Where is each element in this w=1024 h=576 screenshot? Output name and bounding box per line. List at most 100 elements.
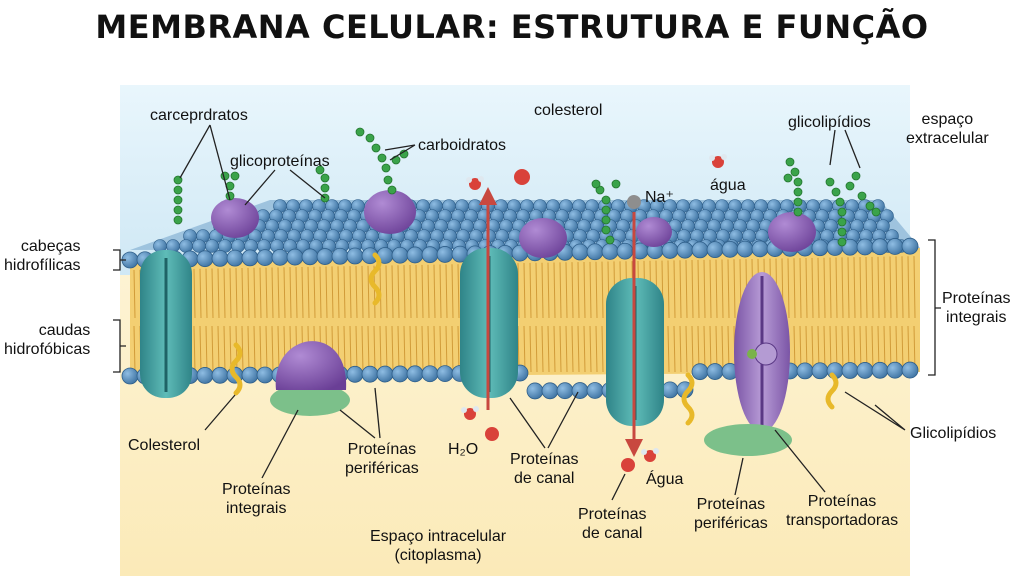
lipid-tail <box>691 260 694 319</box>
carbohydrate-bead <box>173 205 183 215</box>
carbohydrate-bead <box>377 153 387 163</box>
phospholipid-head <box>661 242 679 259</box>
lipid-tail <box>571 325 574 373</box>
carbohydrate-bead <box>793 187 803 197</box>
lipid-tail <box>223 325 226 373</box>
lipid-tail <box>445 264 448 319</box>
lipid-tail <box>265 325 268 373</box>
leader-canal-2 <box>611 473 626 501</box>
phospholipid-head <box>346 247 364 265</box>
lipid-tail <box>559 325 562 373</box>
lipid-tail <box>211 325 214 373</box>
lipid-tail <box>589 325 592 373</box>
lipid-tail <box>667 325 670 373</box>
carbohydrate-bead <box>611 179 621 189</box>
phospholipid-head <box>556 382 574 400</box>
lipid-tail <box>589 261 592 319</box>
lipid-tail <box>685 260 688 319</box>
leader-proteinas-integrais <box>261 409 299 479</box>
lipid-tail <box>235 268 238 319</box>
lipid-tail <box>901 256 904 319</box>
lipid-tail <box>547 325 550 373</box>
phospholipid-head <box>691 363 709 381</box>
carbohydrate-bead <box>837 207 847 217</box>
leader-transportadoras <box>774 429 826 493</box>
carbohydrate-bead <box>595 185 605 195</box>
lipid-tail <box>283 267 286 319</box>
lipid-tail <box>337 266 340 319</box>
lipid-tail <box>373 325 376 373</box>
label-carboidratos: carboidratos <box>418 137 507 154</box>
lipid-tail <box>313 266 316 319</box>
carbohydrate-bead <box>601 205 611 215</box>
carbohydrate-bead <box>387 185 397 195</box>
phospholipid-head <box>226 249 244 267</box>
phospholipid-head <box>256 249 274 267</box>
carbohydrate-bead <box>857 191 867 201</box>
cholesterol-3 <box>681 372 695 426</box>
carbohydrate-bead <box>785 157 795 167</box>
carbohydrate-bead <box>601 225 611 235</box>
lipid-tail <box>301 266 304 319</box>
phospholipid-head <box>706 241 724 259</box>
carbohydrate-bead <box>831 187 841 197</box>
lipid-tail <box>877 256 880 319</box>
lipid-tail <box>457 264 460 319</box>
molecule-red-bottom-2 <box>621 458 635 472</box>
peripheral-protein-right <box>704 424 792 456</box>
lipid-tail <box>343 325 346 373</box>
phospholipid-head <box>256 366 274 384</box>
label-agua-top: água <box>710 177 746 194</box>
carbohydrate-bead <box>793 177 803 187</box>
carbohydrate-bead <box>871 207 881 217</box>
lipid-tail <box>433 325 436 373</box>
lipid-tail <box>199 325 202 373</box>
water-molecule-bottom-1 <box>461 406 479 420</box>
lipid-tail <box>871 325 874 373</box>
lipid-tail <box>871 256 874 319</box>
phospholipid-head <box>179 239 193 253</box>
label-carceprdratos: carceprdratos <box>150 107 248 124</box>
lipid-tail <box>457 325 460 373</box>
lipid-tail <box>529 262 532 319</box>
lipid-tail <box>133 269 136 319</box>
lipid-tail <box>799 258 802 319</box>
leader-carboidratos <box>384 144 416 161</box>
phospholipid-head <box>856 238 874 256</box>
lipid-tail <box>409 265 412 319</box>
water-molecule-top-1 <box>466 176 484 190</box>
carbohydrate-bead <box>601 195 611 205</box>
lipid-tail <box>841 325 844 373</box>
phospholipid-head <box>811 362 829 380</box>
lipid-tail <box>247 325 250 373</box>
glycoprotein-1 <box>211 198 259 238</box>
lipid-tail <box>193 268 196 319</box>
lipid-tail <box>601 261 604 319</box>
lipid-tail <box>355 325 358 373</box>
carbohydrate-bead <box>173 185 183 195</box>
phospholipid-head <box>406 365 424 383</box>
phospholipid-head <box>286 248 304 266</box>
lipid-tail <box>361 265 364 319</box>
carbohydrate-bead <box>793 197 803 207</box>
lipid-tail <box>253 325 256 373</box>
lipid-tail <box>553 262 556 319</box>
lipid-tail <box>709 259 712 319</box>
lipid-tail <box>271 325 274 373</box>
phospholipid-head <box>421 246 439 264</box>
lipid-tail <box>565 262 568 319</box>
label-h2o: H₂O <box>448 441 479 458</box>
lipid-tail <box>787 258 790 319</box>
leader-glicolipidios-bottom <box>844 391 906 431</box>
phospholipid-head <box>751 240 769 258</box>
lipid-tail <box>913 256 916 319</box>
phospholipid-head <box>601 243 619 260</box>
lipid-tail <box>349 325 352 373</box>
phospholipid-head <box>721 240 739 258</box>
lipid-tail <box>847 257 850 319</box>
